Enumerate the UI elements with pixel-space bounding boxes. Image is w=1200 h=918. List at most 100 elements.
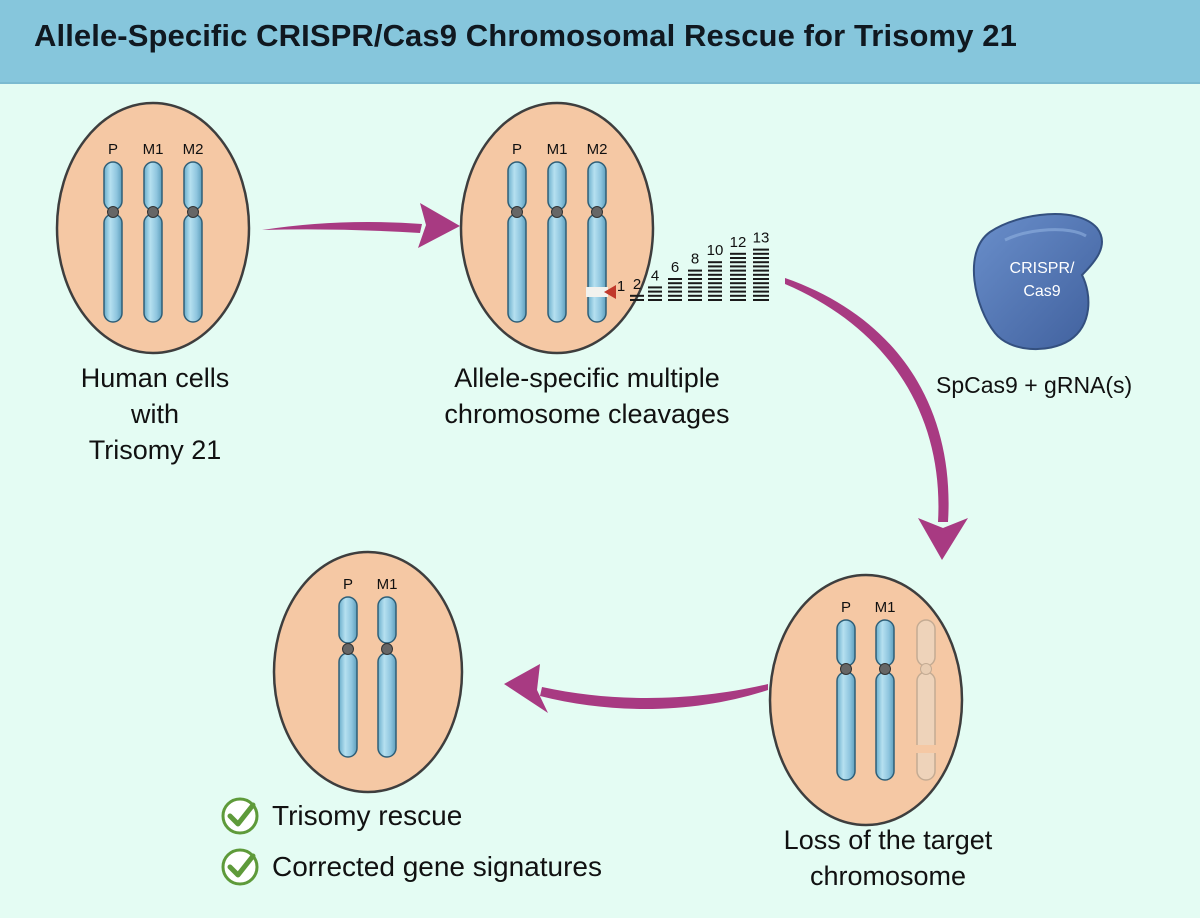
fragment-bar [648,294,662,297]
caption-step3-line1: Loss of the target [783,825,993,855]
checkmark-circle-icon [221,848,259,886]
fragment-bar [753,269,769,272]
fragment-bar [753,257,769,259]
fragment-bar [730,257,746,259]
fragment-bar [708,282,722,285]
cleavage-count-label: 6 [671,259,679,276]
fragment-bar [648,290,662,293]
fragment-bar [708,290,722,293]
caption-step1: Human cells with Trisomy 21 [53,360,257,468]
fragment-bar [730,252,746,255]
fragment-bar [668,282,682,285]
fragment-bar [753,248,769,251]
fragment-bar [730,299,746,301]
chromosome-p [338,596,358,758]
fragment-bar [668,294,682,297]
fragment-bar [730,278,746,280]
fragment-bar [688,290,702,293]
label-p: P [108,141,118,158]
label-m2: M2 [183,141,204,158]
fragment-bar [753,252,769,255]
fragment-bar [730,286,746,289]
fragment-bar [730,294,746,297]
cas9-label-line2: Cas9 [1023,283,1060,300]
fragment-bar [688,286,702,289]
fragment-bar [708,299,722,301]
fragment-bar [708,286,722,289]
label-m1: M1 [875,599,896,616]
fragment-bar [753,294,769,297]
caption-step3: Loss of the target chromosome [748,822,1028,894]
fragment-bar [753,299,769,301]
cleavage-count-label: 1 [617,278,625,295]
chromosome-m1 [143,161,163,323]
scissors-cut-marker-icon [604,285,616,299]
fragment-bar [708,265,722,268]
fragment-bar [753,265,769,268]
label-p: P [512,141,522,158]
cleavage-count-label: 13 [753,230,770,247]
fragment-bar [753,261,769,264]
fragment-bar [668,286,682,289]
fragment-bar [753,278,769,280]
caption-step3-line2: chromosome [809,861,967,891]
caption-step1-line3: Trisomy 21 [88,435,222,465]
arrow-step3-to-step4 [504,664,768,713]
fragment-bar [753,282,769,285]
cleavage-count-label: 12 [730,234,747,251]
fragment-bar [708,261,722,264]
chromosome-m1 [377,596,397,758]
fragment-bar [753,286,769,289]
outcome-corrected-signatures: Corrected gene signatures [220,847,602,887]
chromosome-p [836,619,856,781]
caption-step1-line1: Human cells [80,363,230,393]
fragment-bar [730,282,746,285]
chromosome-m2 [183,161,203,323]
cleavage-count-label: 10 [707,242,724,259]
checkmark-circle-icon [221,797,259,835]
fragment-bar [730,273,746,276]
chromosome-m1 [547,161,567,323]
fragment-bar [688,269,702,272]
caption-step2-line2: chromosome cleavages [444,399,730,429]
fragment-bar [648,286,662,289]
chromosome-m2-lost [915,619,937,781]
cell-chromosome-loss: P M1 [768,573,964,827]
label-p: P [841,599,851,616]
fragment-bar [730,269,746,272]
fragment-bar [753,290,769,293]
fragment-bar [708,278,722,280]
fragment-bar [708,273,722,276]
fragment-bar [688,294,702,297]
cas9-protein-icon: CRISPR/ Cas9 [972,213,1103,351]
label-m1: M1 [377,576,398,593]
caption-step2-line1: Allele-specific multiple [454,363,720,393]
fragment-bar [730,261,746,264]
fragment-bar [648,299,662,301]
title-banner: Allele-Specific CRISPR/Cas9 Chromosomal … [0,0,1200,84]
fragment-bar [708,294,722,297]
chromosome-m2-cleaved [586,161,616,323]
fragment-bar [753,273,769,276]
label-m2: M2 [587,141,608,158]
label-p: P [343,576,353,593]
cell-rescued: P M1 [272,550,464,794]
cas9-caption: SpCas9 + gRNA(s) [936,372,1133,398]
caption-step1-line2: with [130,399,179,429]
fragment-bar [668,278,682,280]
outcome-label: Trisomy rescue [272,800,463,831]
fragment-bar [688,282,702,285]
fragment-bar [730,265,746,268]
label-m1: M1 [143,141,164,158]
fragment-bar [730,290,746,293]
fragment-bar [630,294,644,297]
arrow-step1-to-step2 [262,203,460,248]
cleavage-gap [586,287,608,297]
outcome-label: Corrected gene signatures [272,851,602,882]
arrow-step2-to-step3 [785,278,968,560]
fragment-bar [668,299,682,301]
cleavage-count-label: 2 [633,276,641,293]
fragment-bar [708,269,722,272]
fragment-bar [688,299,702,301]
